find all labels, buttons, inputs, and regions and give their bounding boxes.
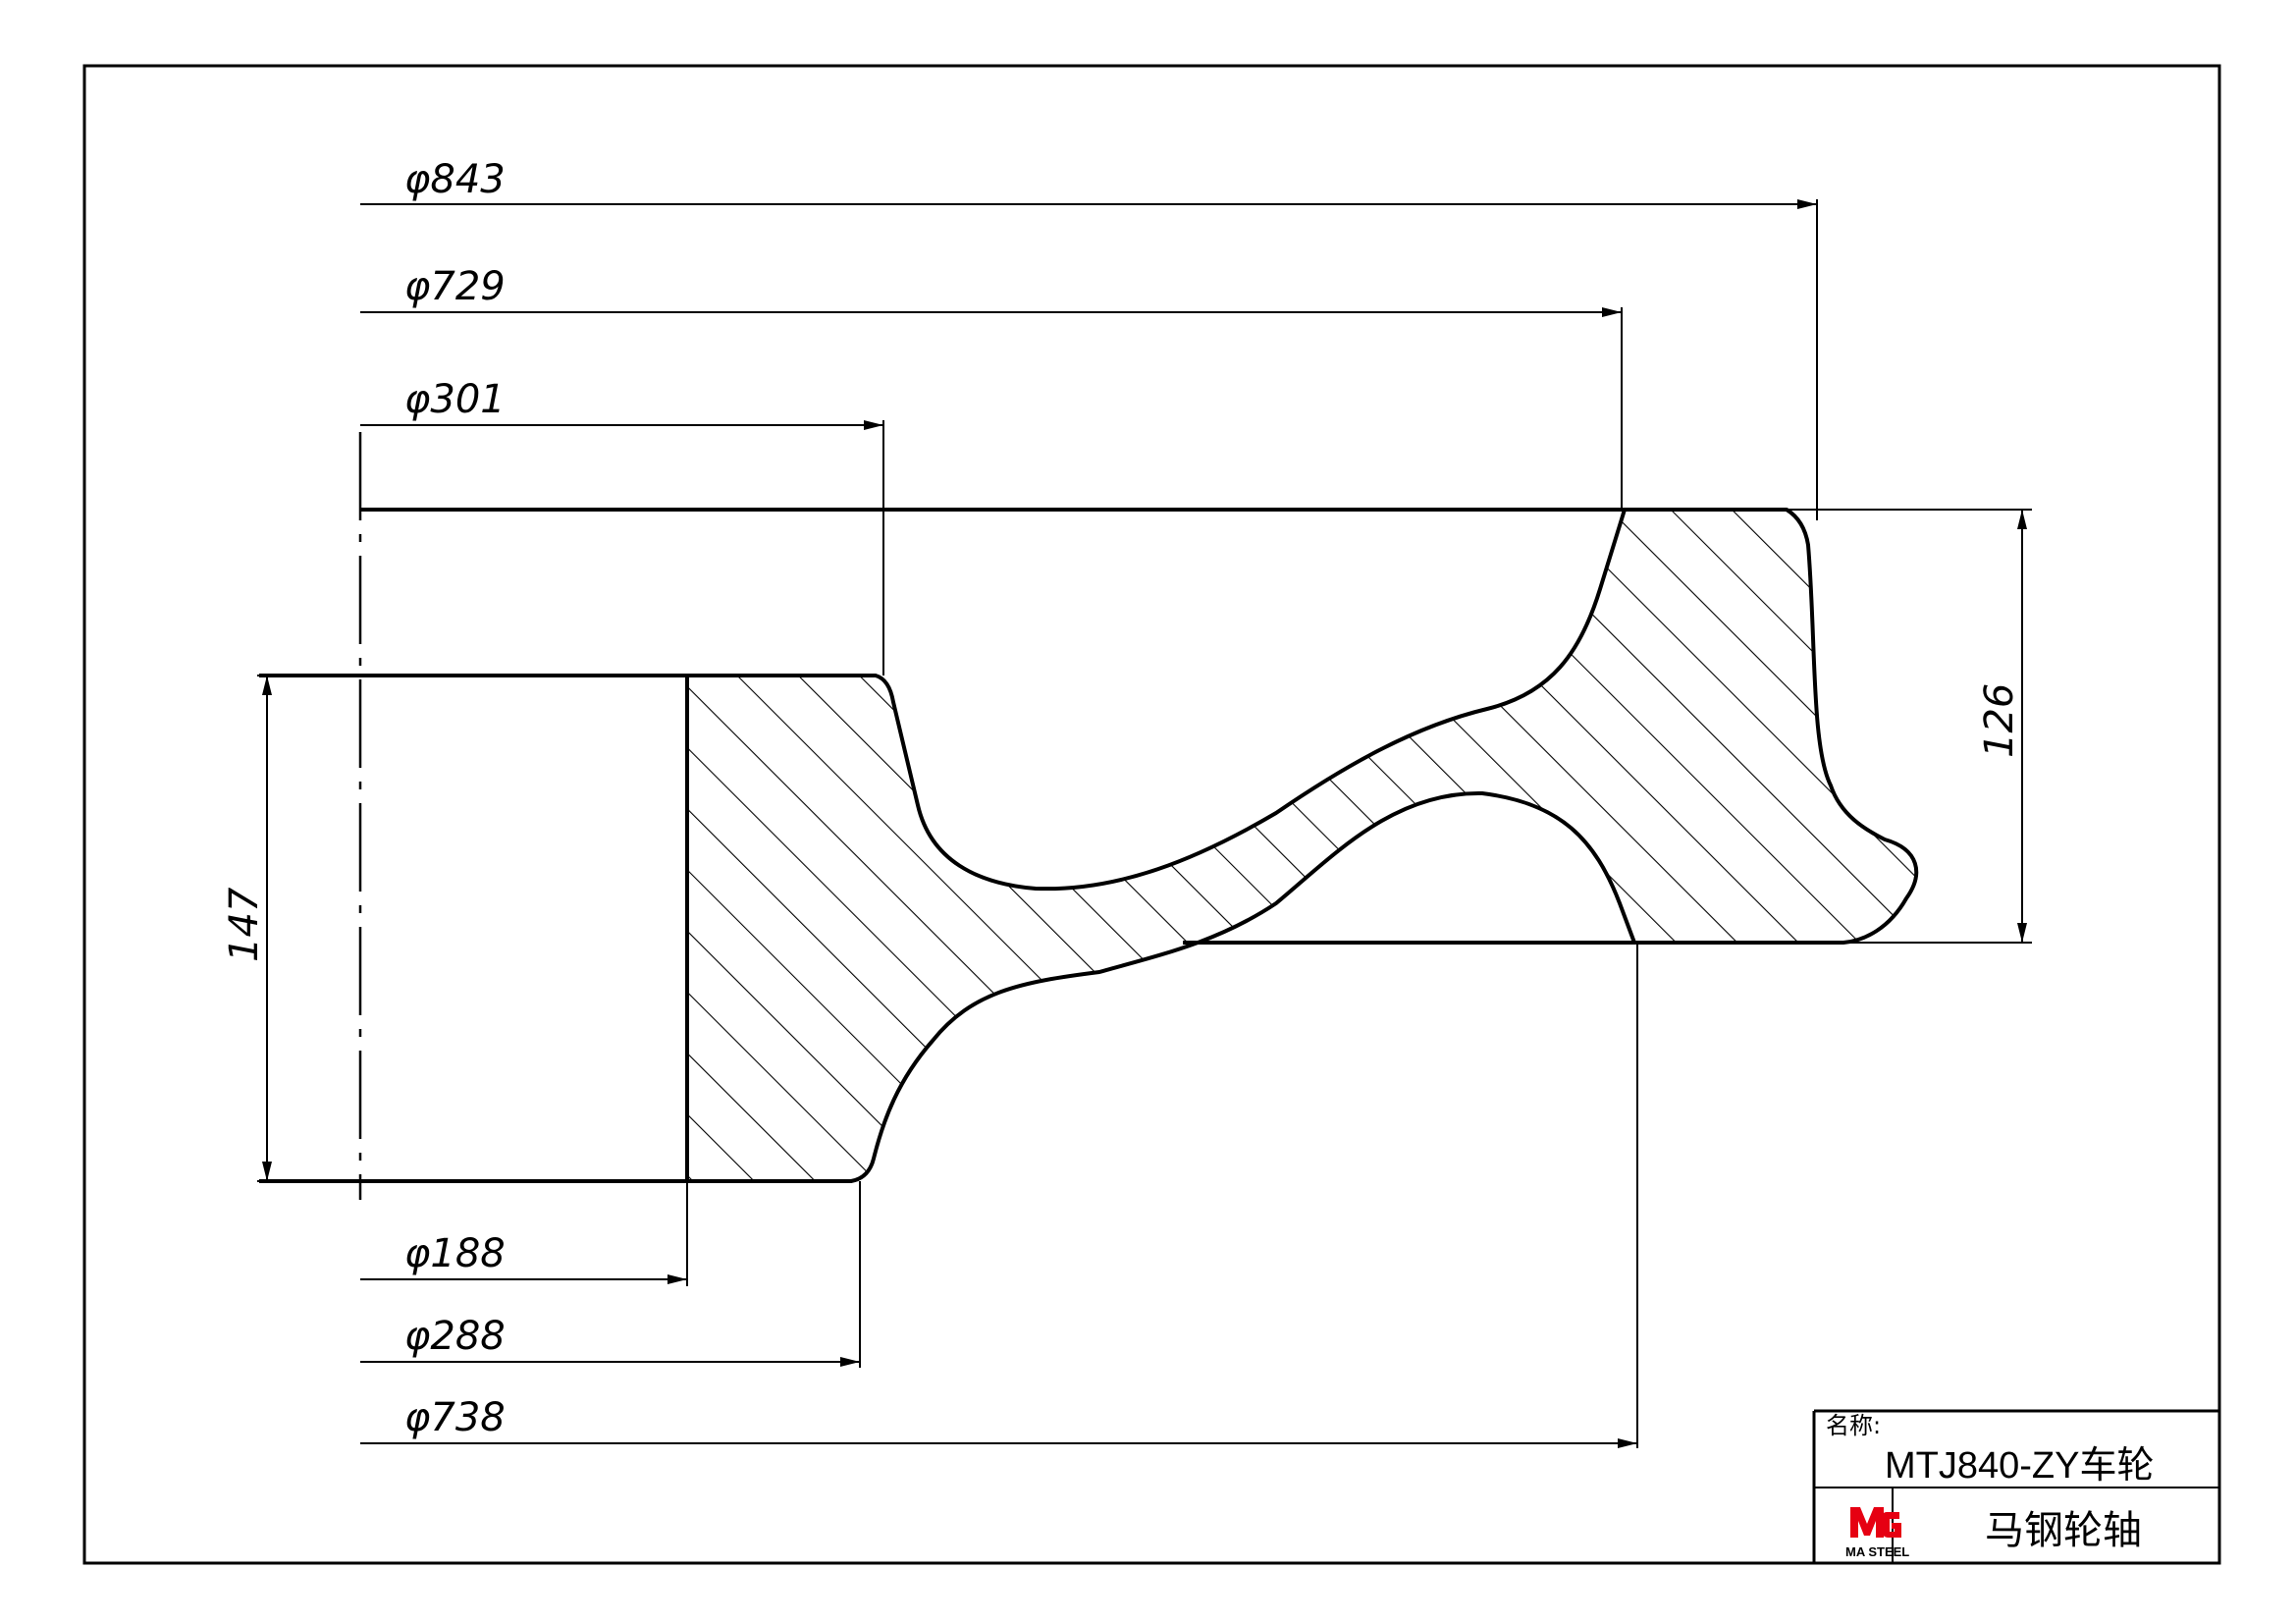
dim-738-label: φ738 xyxy=(404,1395,506,1440)
dim-147-label: 147 xyxy=(222,887,267,962)
ma-steel-logo-icon xyxy=(1850,1507,1901,1538)
dim-301-label: φ301 xyxy=(404,377,506,422)
title-block-name-value: MTJ840-ZY车轮 xyxy=(1885,1445,2154,1487)
dim-288-label: φ288 xyxy=(404,1314,506,1359)
drawing-border xyxy=(82,64,2221,1565)
title-block-company: 马钢轮轴 xyxy=(1985,1508,2142,1553)
dim-843-label: φ843 xyxy=(404,157,506,202)
title-block: 名称: MTJ840-ZY车轮 马钢轮轴 MA STEEL xyxy=(1812,1409,2219,1563)
dim-126-label: 126 xyxy=(1977,683,2022,758)
dim-188-label: φ188 xyxy=(404,1231,506,1276)
title-block-name-label: 名称: xyxy=(1826,1412,1881,1439)
logo-text: MA STEEL xyxy=(1845,1544,1909,1559)
dim-729-label: φ729 xyxy=(404,264,506,309)
wheel-section xyxy=(685,508,1919,1183)
